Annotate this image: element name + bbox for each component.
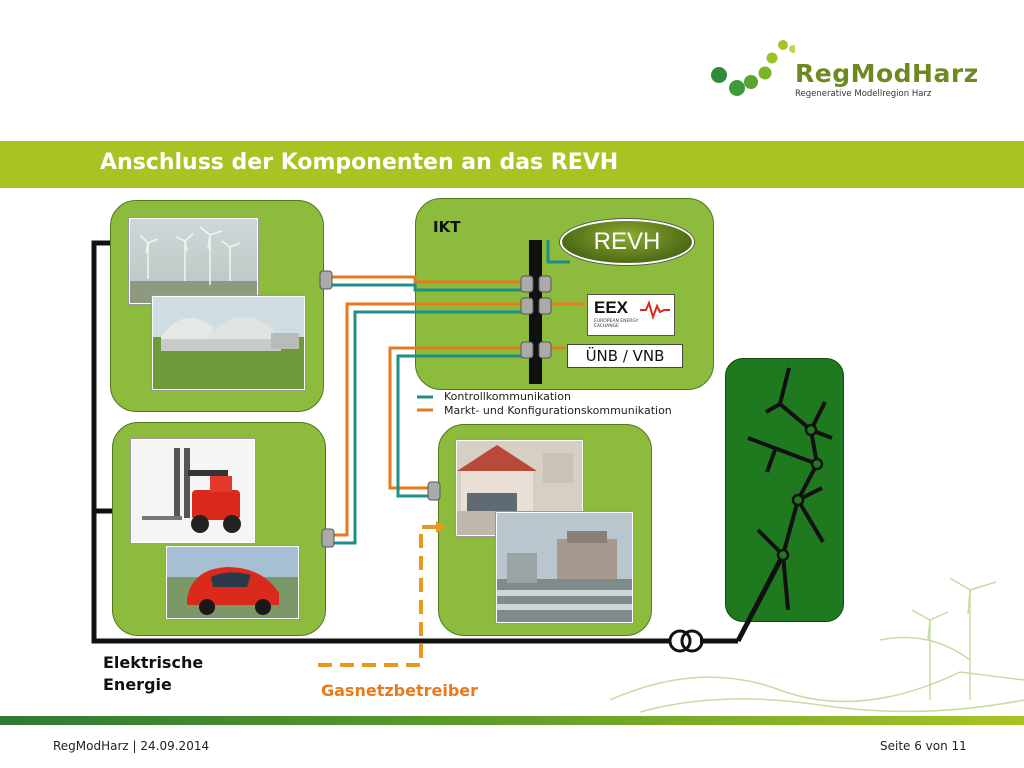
legend-control: Kontrollkommunikation	[444, 390, 571, 403]
wind-farm-photo	[129, 218, 258, 304]
legend-market: Markt- und Konfigurationskommunikation	[444, 404, 672, 417]
eex-pulse-icon	[640, 300, 670, 320]
electric-energy-line2: Energie	[103, 675, 172, 694]
biogas-plant-photo	[152, 296, 305, 390]
revh-node: REVH	[560, 219, 694, 265]
eex-subtitle: EUROPEAN ENERGY EXCHANGE	[594, 319, 639, 329]
logo-name: RegModHarz	[795, 59, 979, 88]
eex-logo: EEX EUROPEAN ENERGY EXCHANGE	[587, 294, 675, 336]
electric-energy-line1: Elektrische	[103, 653, 204, 672]
logo-subtitle: Regenerative Modellregion Harz	[795, 89, 932, 99]
eex-label: EEX	[594, 298, 629, 317]
ikt-label: IKT	[433, 218, 461, 236]
gas-operator-label: Gasnetzbetreiber	[321, 681, 479, 700]
unb-vnb-node: ÜNB / VNB	[567, 344, 683, 368]
forklift-photo	[131, 439, 255, 543]
page-title: Anschluss der Komponenten an das REVH	[100, 150, 619, 175]
logo-dots	[711, 40, 795, 96]
title-banner	[0, 141, 1024, 188]
gas-plant-photo	[496, 512, 633, 623]
footer-left: RegModHarz | 24.09.2014	[53, 739, 210, 753]
electric-energy-label: Elektrische Energie	[103, 652, 203, 696]
footer-bar	[0, 716, 1024, 725]
footer-page-number: Seite 6 von 11	[880, 739, 967, 753]
electric-car-photo	[166, 546, 299, 619]
